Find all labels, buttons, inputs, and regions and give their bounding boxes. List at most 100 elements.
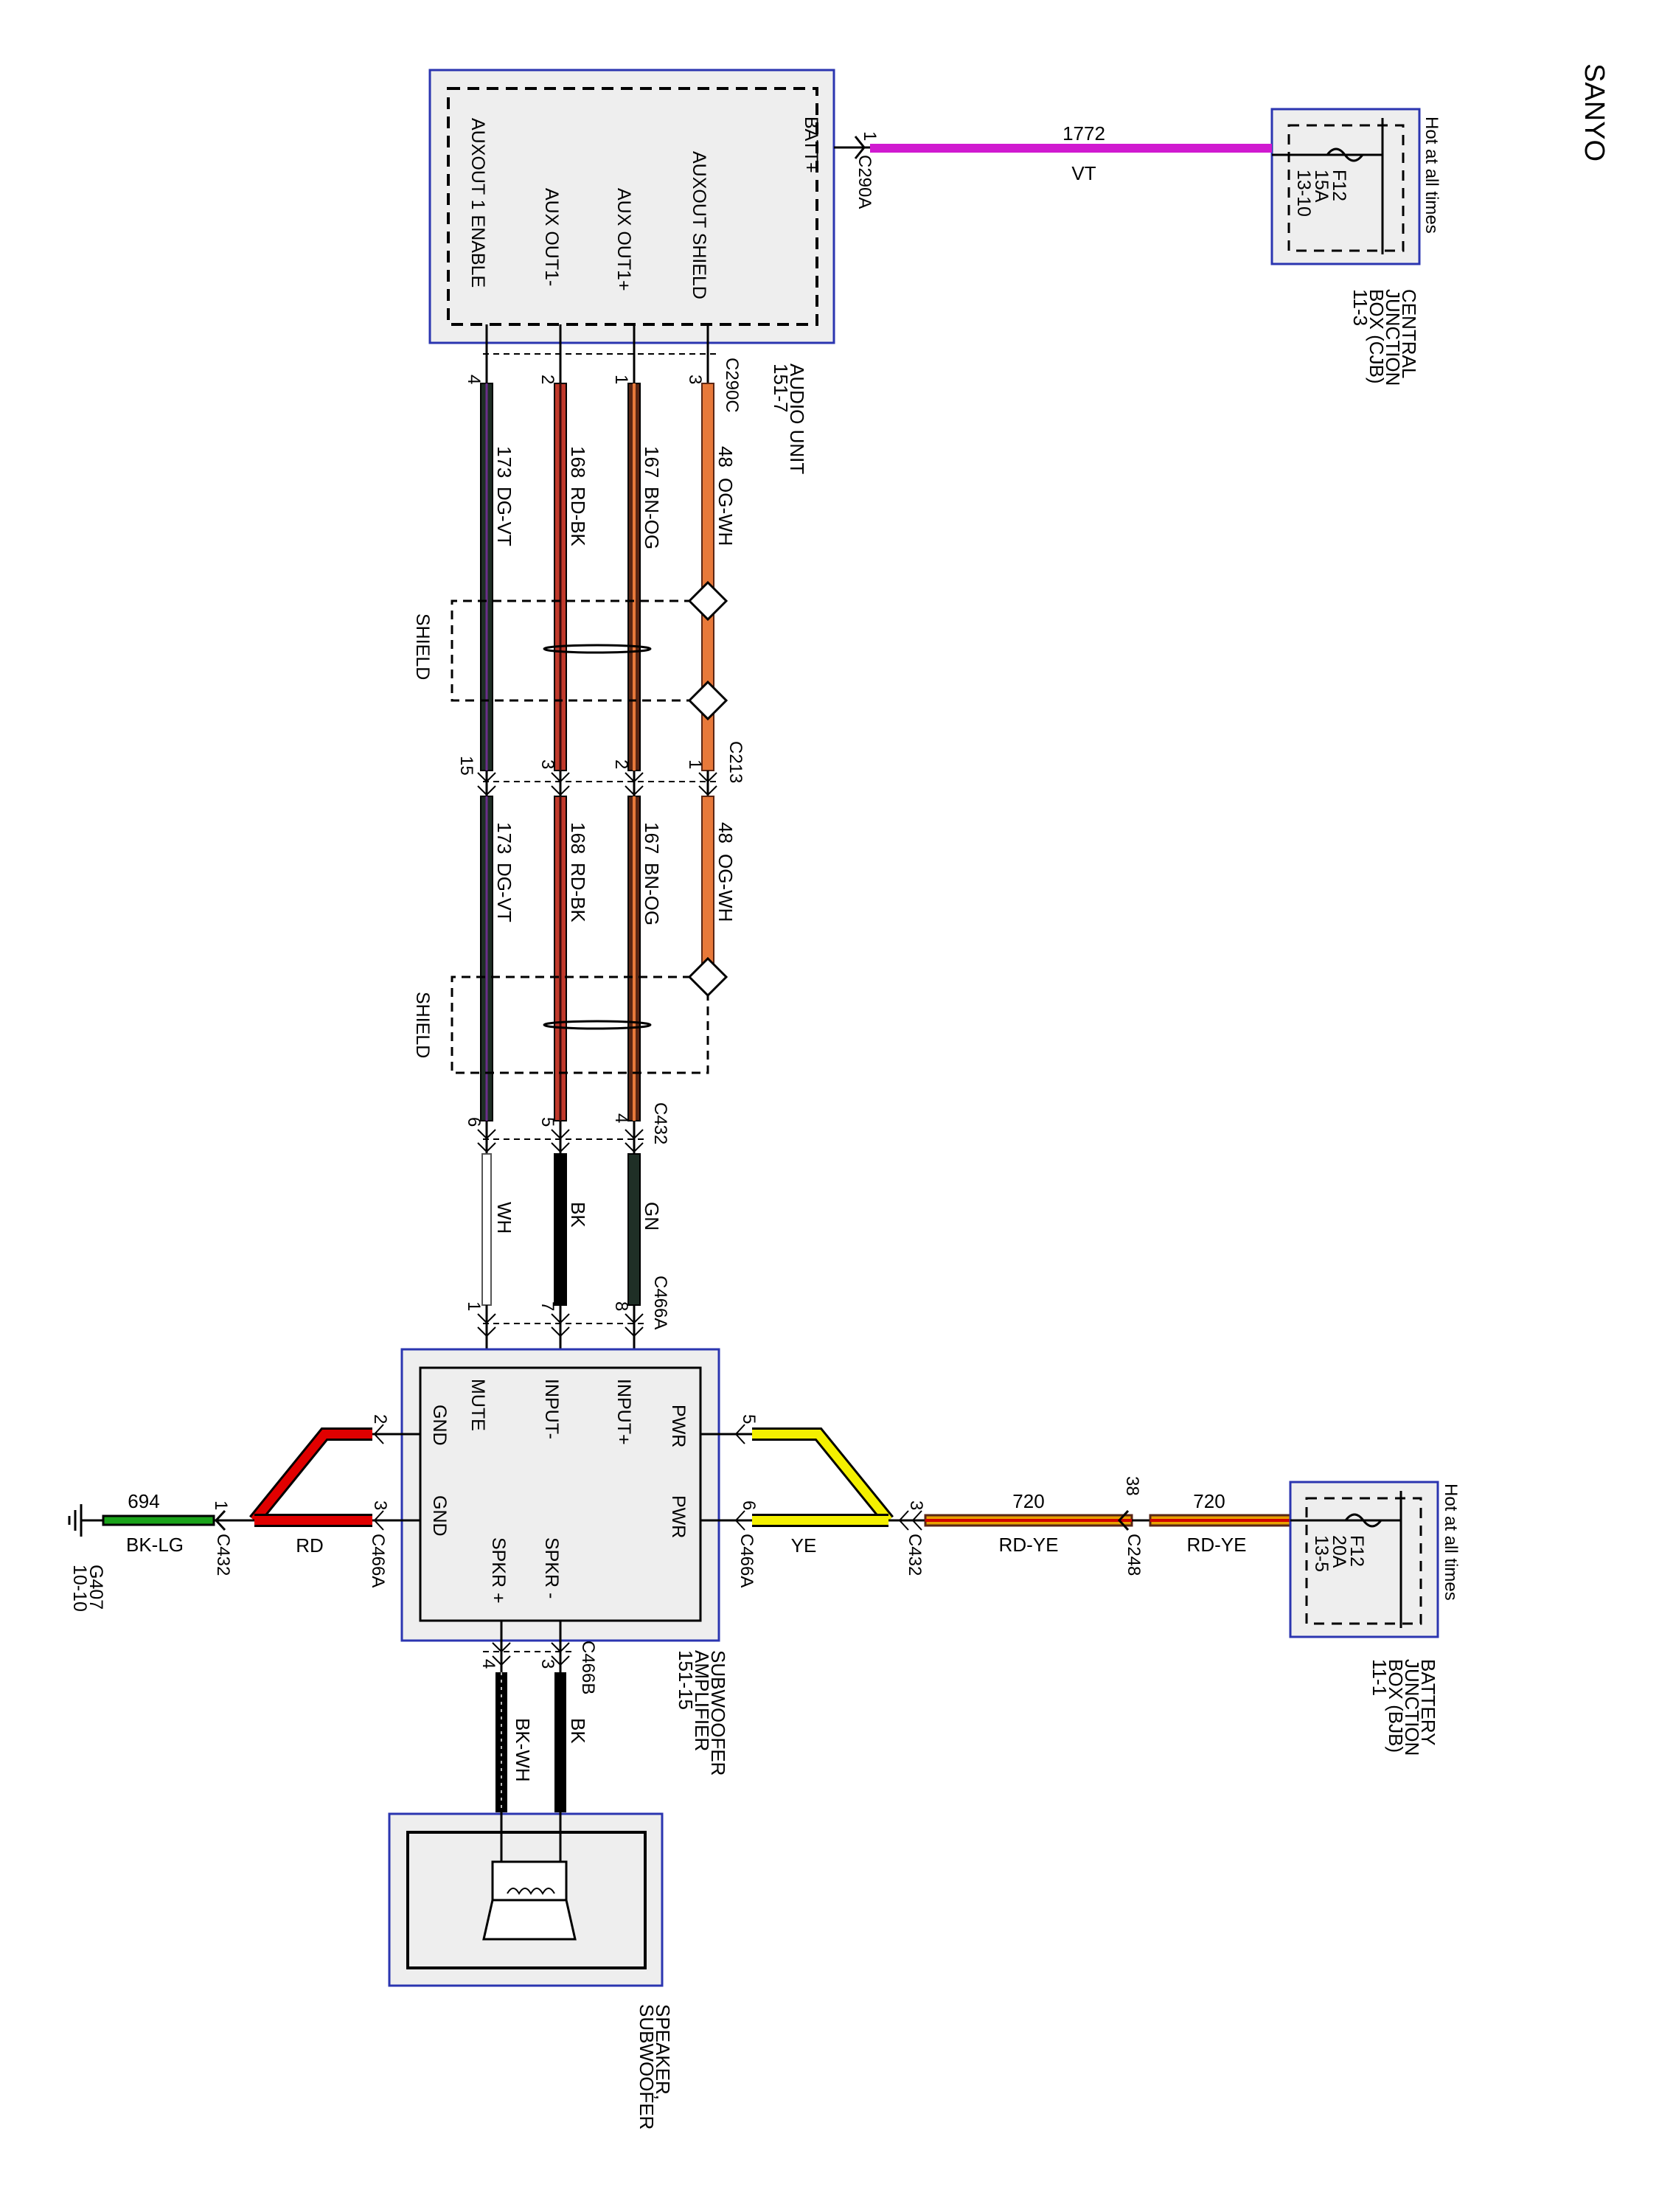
- amp-name-3: 151-15: [675, 1650, 697, 1710]
- svg-text:F12: F12: [1346, 1535, 1367, 1567]
- svg-text:15: 15: [456, 756, 476, 776]
- c466a-pwr-label: C466A: [737, 1534, 757, 1587]
- svg-text:BN-OG: BN-OG: [641, 487, 663, 549]
- svg-text:15A: 15A: [1311, 170, 1332, 203]
- audio-unit-name-1: AUDIO UNIT: [786, 364, 808, 474]
- amp-spkr-minus: SPKR -: [541, 1537, 562, 1599]
- amp-name-2: AMPLIFIER: [691, 1650, 713, 1751]
- svg-text:13-10: 13-10: [1293, 170, 1314, 217]
- amp-pwr-2: PWR: [668, 1495, 689, 1538]
- svg-text:13-5: 13-5: [1311, 1535, 1332, 1572]
- pin-aux-out1-minus: AUX OUT1-: [541, 188, 562, 286]
- svg-text:720: 720: [1193, 1490, 1225, 1512]
- svg-text:4: 4: [479, 1659, 498, 1669]
- fuse-icon: [1344, 1513, 1382, 1528]
- speaker-icon: [482, 1860, 577, 1941]
- pin-aux-out1-plus: AUX OUT1+: [613, 188, 634, 291]
- central-junction-box: F12 15A 13-10 Hot at all times CENTRAL J…: [1270, 108, 1441, 386]
- svg-text:BK: BK: [567, 1718, 589, 1744]
- svg-text:6: 6: [464, 1117, 484, 1127]
- page-title: SANYO: [1579, 63, 1610, 161]
- svg-text:RD-YE: RD-YE: [1187, 1534, 1247, 1556]
- audio-unit-name-2: 151-7: [770, 364, 792, 413]
- audio-unit: BATT+ AUXOUT SHIELD AUX OUT1+ AUX OUT1- …: [428, 69, 880, 474]
- cjb-hot-label: Hot at all times: [1422, 116, 1441, 234]
- amp-mute: MUTE: [467, 1379, 488, 1431]
- c290c-label: C290C: [722, 358, 742, 413]
- svg-text:6: 6: [739, 1500, 759, 1510]
- amp-input-minus: INPUT-: [541, 1379, 562, 1439]
- svg-text:OG-WH: OG-WH: [714, 478, 737, 546]
- ground-ref-label: 10-10: [69, 1565, 90, 1612]
- connector-arrow-icon: [854, 136, 866, 159]
- cjb-name-2: JUNCTION: [1382, 289, 1404, 386]
- ground-label: G407: [86, 1565, 106, 1610]
- ground-feed: 2 3 C466A RD 1 C432 694 BK-LG G407 10-10: [68, 1414, 420, 1612]
- svg-text:3: 3: [538, 1659, 557, 1669]
- svg-text:4: 4: [464, 375, 484, 384]
- svg-text:C213: C213: [726, 741, 745, 783]
- shield-diamond-icon: [687, 680, 728, 721]
- svg-text:C466A: C466A: [650, 1276, 670, 1329]
- bjb-name-2: JUNCTION: [1401, 1659, 1423, 1756]
- svg-text:173: 173: [493, 822, 515, 854]
- svg-text:168: 168: [567, 822, 589, 854]
- svg-text:YE: YE: [791, 1534, 817, 1557]
- svg-text:173: 173: [493, 446, 515, 478]
- svg-text:DG-VT: DG-VT: [493, 863, 515, 922]
- svg-text:1: 1: [685, 759, 705, 769]
- svg-text:OG-WH: OG-WH: [714, 854, 737, 922]
- twisted-pair-icon: [543, 1020, 652, 1030]
- twisted-pair-icon: [543, 644, 652, 654]
- c466a-gnd-label: C466A: [368, 1534, 388, 1587]
- c466b-label: C466B: [578, 1641, 598, 1694]
- svg-text:1772: 1772: [1062, 122, 1105, 145]
- pin-auxout-shield: AUXOUT SHIELD: [689, 151, 709, 299]
- svg-text:167: 167: [641, 822, 663, 854]
- svg-text:RD: RD: [296, 1534, 324, 1557]
- c248-label: C248: [1124, 1534, 1144, 1576]
- svg-text:BK: BK: [567, 1202, 589, 1228]
- svg-text:GN: GN: [641, 1202, 663, 1231]
- pin-batt-plus: BATT+: [801, 116, 821, 173]
- harness-mid: 48 OG-WH 167 BN-OG 168 RD-BK 173 DG-VT S…: [412, 796, 737, 1121]
- svg-text:1: 1: [464, 1301, 484, 1311]
- svg-text:3: 3: [370, 1500, 390, 1510]
- shield-diamond-icon: [687, 956, 728, 998]
- harness-top: 3 1 2 4 48 OG-WH 167 BN-OG 168 RD-BK 173…: [412, 324, 737, 771]
- bjb-hot-label: Hot at all times: [1441, 1484, 1461, 1601]
- connector-c432-top: C432 4 5 6: [464, 1102, 670, 1154]
- power-feed: 5 6 C466A YE 3 C432 720 RD-YE 38 C248 72…: [700, 1414, 1292, 1587]
- svg-text:DG-VT: DG-VT: [493, 487, 515, 546]
- svg-text:720: 720: [1012, 1490, 1044, 1512]
- svg-text:694: 694: [128, 1490, 159, 1512]
- shield-diamond-icon: [687, 580, 728, 622]
- svg-text:38: 38: [1122, 1476, 1142, 1496]
- speaker-feed: C466B 3 4 BK BK-WH: [479, 1621, 598, 1812]
- battery-junction-box: F12 20A 13-5 Hot at all times BATTERY JU…: [1289, 1481, 1461, 1756]
- svg-text:1: 1: [860, 131, 880, 141]
- svg-text:48: 48: [714, 446, 737, 467]
- svg-text:2: 2: [370, 1414, 390, 1424]
- c432-gnd-label: C432: [213, 1534, 233, 1576]
- c432-pwr-label: C432: [905, 1534, 925, 1576]
- svg-text:3: 3: [538, 759, 557, 769]
- svg-text:2: 2: [611, 759, 631, 769]
- svg-text:F12: F12: [1329, 170, 1349, 201]
- cjb-name-3: BOX (CJB): [1366, 289, 1388, 384]
- amp-gnd-2: GND: [429, 1495, 450, 1537]
- svg-text:8: 8: [611, 1301, 631, 1311]
- amp-name-1: SUBWOOFER: [707, 1650, 729, 1775]
- speaker-name-2: SUBWOOFER: [636, 2004, 658, 2129]
- harness-low: GN BK WH C466A 8 7 1: [464, 1153, 670, 1349]
- svg-text:167: 167: [641, 446, 663, 478]
- cjb-name-1: CENTRAL: [1398, 289, 1420, 378]
- wire-1772-vt: 1772 VT: [870, 122, 1272, 184]
- svg-text:7: 7: [538, 1301, 557, 1311]
- shield-label-top: SHIELD: [412, 613, 433, 680]
- speaker-name-1: SPEAKER,: [652, 2004, 674, 2100]
- bjb-name-1: BATTERY: [1417, 1659, 1439, 1746]
- svg-text:RD-BK: RD-BK: [567, 487, 589, 547]
- svg-text:WH: WH: [493, 1202, 515, 1234]
- svg-text:VT: VT: [1071, 162, 1096, 184]
